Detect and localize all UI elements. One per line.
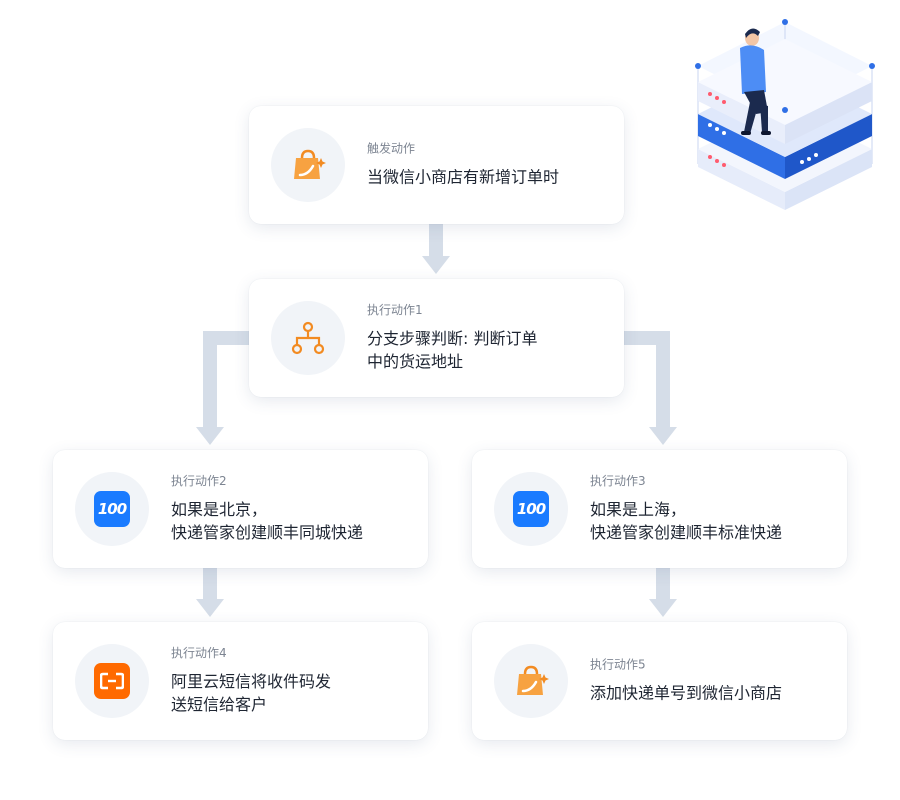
node-label: 执行动作2 — [171, 474, 227, 488]
node-description: 添加快递单号到微信小商店 — [590, 683, 783, 703]
node-label: 执行动作3 — [590, 474, 646, 488]
node-step4[interactable]: 执行动作4 阿里云短信将收件码发 送短信给客户 — [53, 622, 428, 740]
node-label: 执行动作5 — [590, 657, 646, 672]
connector-step2-step4 — [203, 568, 217, 602]
connector-step3-step5 — [656, 568, 670, 602]
icon-circle: 100 — [75, 472, 149, 546]
server-illustration — [695, 19, 875, 210]
arrow-head-step3 — [649, 427, 677, 445]
aliyun-logo-icon — [94, 663, 130, 699]
node-description: 阿里云短信将收件码发 送短信给客户 — [171, 672, 332, 714]
icon-circle — [494, 644, 568, 718]
kuaidi100-logo-icon: 100 — [513, 491, 549, 527]
node-trigger[interactable]: 触发动作 当微信小商店有新增订单时 — [249, 106, 624, 224]
connector-branch-left-v — [203, 331, 217, 429]
node-step3[interactable]: 100 执行动作3 如果是上海， 快递管家创建顺丰标准快递 — [472, 450, 847, 568]
node-description: 如果是上海， 快递管家创建顺丰标准快递 — [590, 500, 783, 542]
icon-circle — [271, 128, 345, 202]
icon-circle: 100 — [494, 472, 568, 546]
node-label: 执行动作1 — [367, 303, 423, 317]
arrow-head-step2 — [196, 427, 224, 445]
connector-branch-right-v — [656, 331, 670, 429]
node-label: 触发动作 — [367, 141, 416, 156]
node-description: 如果是北京， 快递管家创建顺丰同城快递 — [171, 500, 364, 542]
branch-icon — [291, 321, 325, 355]
connector-trigger-step1 — [429, 224, 443, 258]
shopping-bag-icon — [517, 665, 549, 695]
node-description: 分支步骤判断: 判断订单 中的货运地址 — [367, 329, 538, 371]
arrow-head-step4 — [196, 599, 224, 617]
node-step2[interactable]: 100 执行动作2 如果是北京， 快递管家创建顺丰同城快递 — [53, 450, 428, 568]
icon-circle — [75, 644, 149, 718]
arrow-head-step1 — [422, 256, 450, 274]
node-step1[interactable]: 执行动作1 分支步骤判断: 判断订单 中的货运地址 — [249, 279, 624, 397]
shopping-bag-icon — [294, 149, 326, 179]
arrow-head-step5 — [649, 599, 677, 617]
icon-circle — [271, 301, 345, 375]
node-step5[interactable]: 执行动作5 添加快递单号到微信小商店 — [472, 622, 847, 740]
kuaidi100-logo-icon: 100 — [94, 491, 130, 527]
node-description: 当微信小商店有新增订单时 — [367, 167, 560, 187]
node-label: 执行动作4 — [171, 646, 227, 660]
